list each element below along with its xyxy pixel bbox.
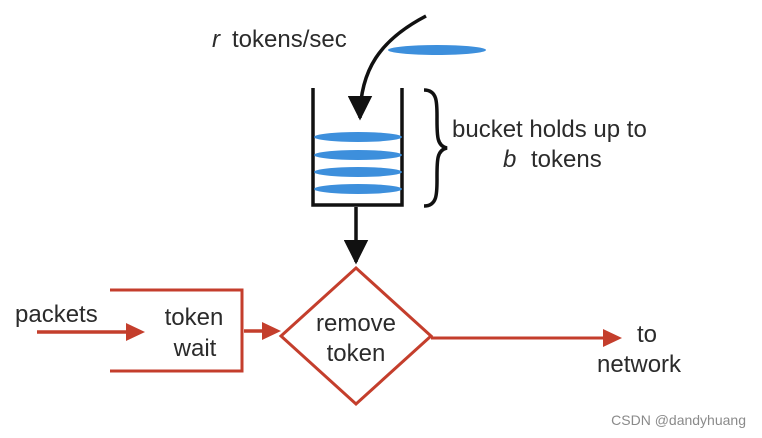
bucket-capacity-line2: tokens [531, 146, 602, 173]
packets-arrowhead [126, 323, 145, 341]
rate-symbol: r [212, 26, 221, 53]
bucket [311, 88, 404, 207]
rate-label: tokens/sec [232, 26, 347, 53]
remove-token-diamond [278, 265, 434, 407]
decision-label-line2: token [327, 340, 386, 367]
token-arrival-arrow [347, 14, 427, 121]
bucket-token [314, 150, 402, 160]
capacity-brace [423, 88, 448, 208]
bucket-tokens [314, 132, 402, 194]
bucket-token [314, 132, 402, 142]
queue-label-line2: wait [173, 335, 217, 362]
bucket-capacity-line1: bucket holds up to [452, 116, 647, 143]
output-label-line1: to [637, 321, 657, 348]
output-label-line2: network [597, 351, 682, 378]
queue-label-line1: token [165, 304, 224, 331]
bucket-token [314, 167, 402, 177]
bucket-capacity-symbol: b [503, 146, 516, 173]
decision-label-line1: remove [316, 310, 396, 337]
incoming-token [388, 45, 486, 55]
token-wait-queue [110, 288, 244, 373]
packets-label: packets [15, 301, 98, 328]
watermark: CSDN @dandyhuang [611, 412, 746, 428]
queue-to-decision-arrowhead [262, 322, 281, 340]
to-network-arrowhead [603, 329, 622, 347]
bucket-token [314, 184, 402, 194]
